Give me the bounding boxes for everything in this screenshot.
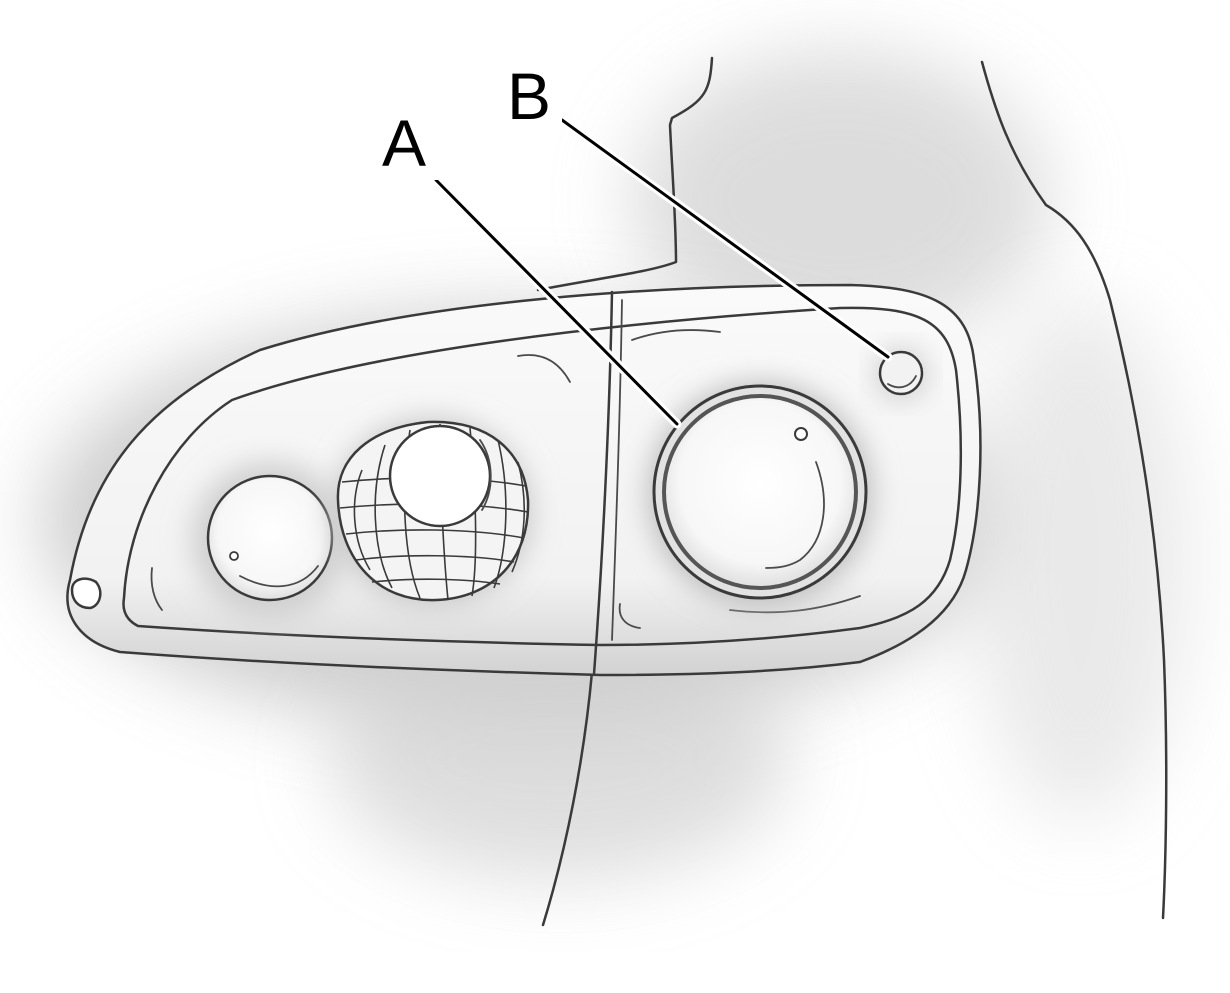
callout-b: B — [500, 59, 562, 133]
callout-b-label: B — [507, 59, 551, 133]
callout-leader-b — [557, 115, 893, 362]
callout-leader-a — [431, 175, 682, 429]
cone-reflector-lamp — [332, 418, 532, 606]
callout-a: A — [374, 106, 438, 180]
small-lamp-lens — [192, 462, 348, 618]
large-lamp-lens — [648, 382, 872, 606]
callout-a-label: A — [382, 106, 426, 180]
